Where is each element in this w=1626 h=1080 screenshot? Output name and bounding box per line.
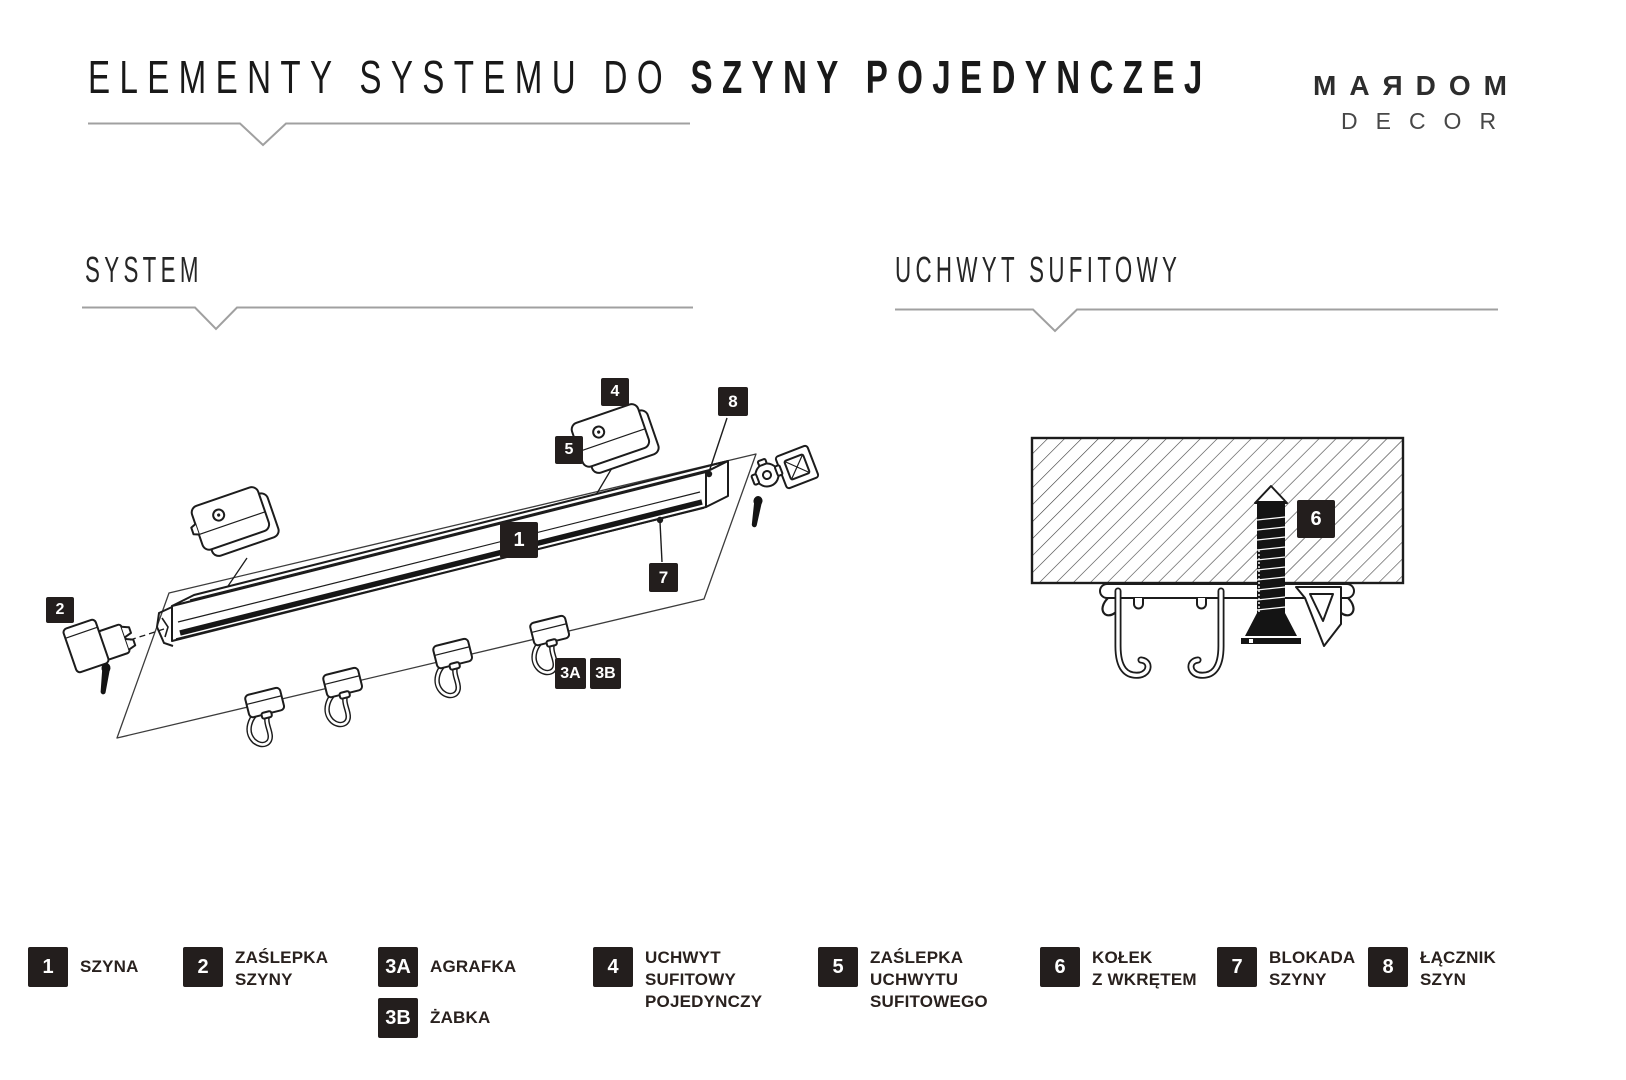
part-badge-3b: 3B [590, 658, 621, 689]
part-badge-7: 7 [649, 563, 678, 592]
legend-badge-7: 7 [1217, 947, 1257, 987]
retaining-clip-profile [1295, 586, 1342, 647]
system-diagram-drawing [62, 399, 820, 790]
legend-item-lacznik: 8 ŁĄCZNIK SZYN [1368, 947, 1496, 991]
legend-label: KOŁEK [1092, 948, 1153, 967]
legend-label: ŻABKA [430, 1008, 491, 1027]
section-heading-ceiling-bracket: UCHWYT SUFITOWY [895, 249, 1182, 290]
page-title-bold: SZYNY POJEDYNCZEJ [690, 51, 1212, 103]
part-badge-4: 4 [601, 378, 629, 406]
legend-badge-3a: 3A [378, 947, 418, 987]
ceiling-bracket-drawing [1030, 436, 1405, 679]
legend-label: BLOKADA [1269, 948, 1356, 967]
part-badge-5: 5 [555, 436, 583, 464]
glider-hook-1 [244, 687, 285, 744]
system-underline [82, 306, 693, 331]
legend-label: POJEDYNCZY [645, 992, 763, 1011]
legend-label: ŁĄCZNIK [1420, 948, 1496, 967]
ceiling-bracket-diagram: 6 [950, 400, 1450, 700]
part-badge-1: 1 [500, 522, 538, 558]
legend-badge-1: 1 [28, 947, 68, 987]
legend-label: Z WKRĘTEM [1092, 970, 1197, 989]
legend-badge-5: 5 [818, 947, 858, 987]
brand-logo: MAЯDOM [1313, 70, 1520, 101]
legend-item-kolek: 6 KOŁEK Z WKRĘTEM [1040, 947, 1197, 991]
legend-item-uchwyt-sufitowy: 4 UCHWYT SUFITOWY POJEDYNCZY [593, 947, 762, 1013]
legend-badge-6: 6 [1040, 947, 1080, 987]
mount-plate-profile [1099, 583, 1355, 617]
title-underline [88, 122, 690, 147]
legend-item-zaslepka-uchwytu: 5 ZAŚLEPKA UCHWYTU SUFITOWEGO [818, 947, 988, 1013]
legend-badge-3b: 3B [378, 998, 418, 1038]
legend-item-zaslepka-szyny: 2 ZAŚLEPKA SZYNY [183, 947, 328, 991]
brand-logo-sub: DECOR [1341, 108, 1515, 134]
legend-label: SZYN [1420, 970, 1467, 989]
glider-hook-2 [322, 667, 363, 724]
legend-badge-8: 8 [1368, 947, 1408, 987]
legend-label: SZYNY [1269, 970, 1327, 989]
section-heading-system: SYSTEM [85, 249, 203, 290]
legend-label: SZYNA [80, 957, 139, 976]
rail-channel-profile [1114, 587, 1225, 679]
page-title-regular: ELEMENTY SYSTEMU DO [88, 51, 691, 103]
legend-label: SUFITOWEGO [870, 992, 988, 1011]
legend-item-blokada: 7 BLOKADA SZYNY [1217, 947, 1355, 991]
legend-label: UCHWYT [645, 948, 721, 967]
part-badge-3a: 3A [555, 658, 586, 689]
legend-label: ZAŚLEPKA [870, 948, 964, 967]
legend-item-szyna: 1 SZYNA [28, 947, 139, 987]
glider-hook-3 [432, 638, 473, 695]
end-cap-drawing [62, 618, 165, 695]
legend-item-agrafka: 3A AGRAFKA [378, 947, 516, 987]
legend-item-zabka: 3B ŻABKA [378, 998, 491, 1038]
badge-leader-lines [656, 417, 728, 563]
part-badge-6: 6 [1297, 500, 1335, 538]
ceiling-mount-left [184, 482, 282, 563]
rail-connector-drawing [748, 444, 820, 528]
legend-label: UCHWYTU [870, 970, 959, 989]
screw-anchor-drawing [1241, 485, 1301, 644]
legend-label: SUFITOWY [645, 970, 737, 989]
part-badge-8: 8 [718, 387, 748, 416]
legend-label: AGRAFKA [430, 957, 517, 976]
legend-badge-4: 4 [593, 947, 633, 987]
page-title: ELEMENTY SYSTEMU DO SZYNY POJEDYNCZEJ [88, 54, 1626, 100]
rail-drawing [155, 460, 729, 647]
projection-plane-outline [116, 453, 757, 739]
legend-badge-2: 2 [183, 947, 223, 987]
legend-label: ZAŚLEPKA [235, 948, 329, 967]
system-diagram: 4 8 5 1 7 2 3A 3B [40, 350, 850, 790]
legend-label: SZYNY [235, 970, 293, 989]
part-badge-2: 2 [46, 597, 74, 623]
ceiling-hatched-section [1030, 436, 1405, 585]
ceiling-underline [895, 308, 1498, 333]
